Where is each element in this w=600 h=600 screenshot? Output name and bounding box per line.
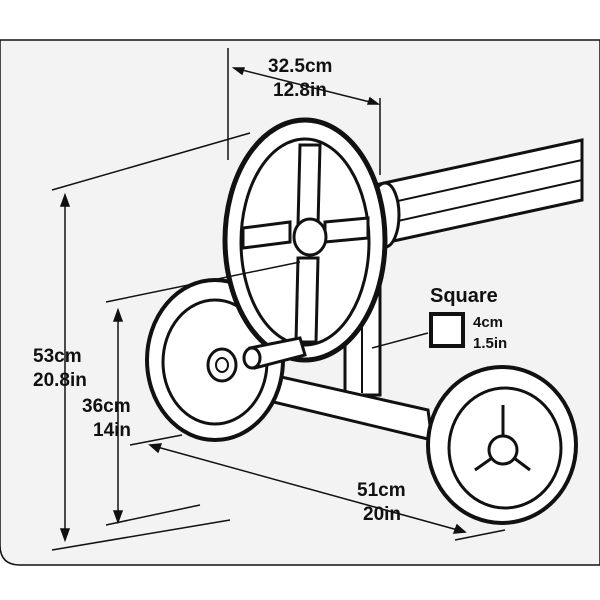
width-top-imperial: 12.8in (273, 80, 327, 101)
hand-wheel (222, 117, 388, 363)
square-imperial: 1.5in (473, 335, 507, 352)
crank-handle (242, 336, 307, 370)
square-title: Square (430, 285, 498, 307)
height-total-imperial: 20.8in (33, 370, 87, 391)
square-tube-icon (429, 312, 465, 348)
width-top-metric: 32.5cm (268, 56, 332, 77)
right-wheel (426, 365, 578, 525)
height-total-metric: 53cm (33, 346, 82, 367)
height-axle-metric: 36cm (82, 396, 131, 417)
square-metric: 4cm (473, 314, 503, 331)
length-base-metric: 51cm (357, 480, 406, 501)
dimension-lines (51, 48, 506, 551)
height-axle-imperial: 14in (93, 420, 131, 441)
length-base-imperial: 20in (363, 504, 401, 525)
